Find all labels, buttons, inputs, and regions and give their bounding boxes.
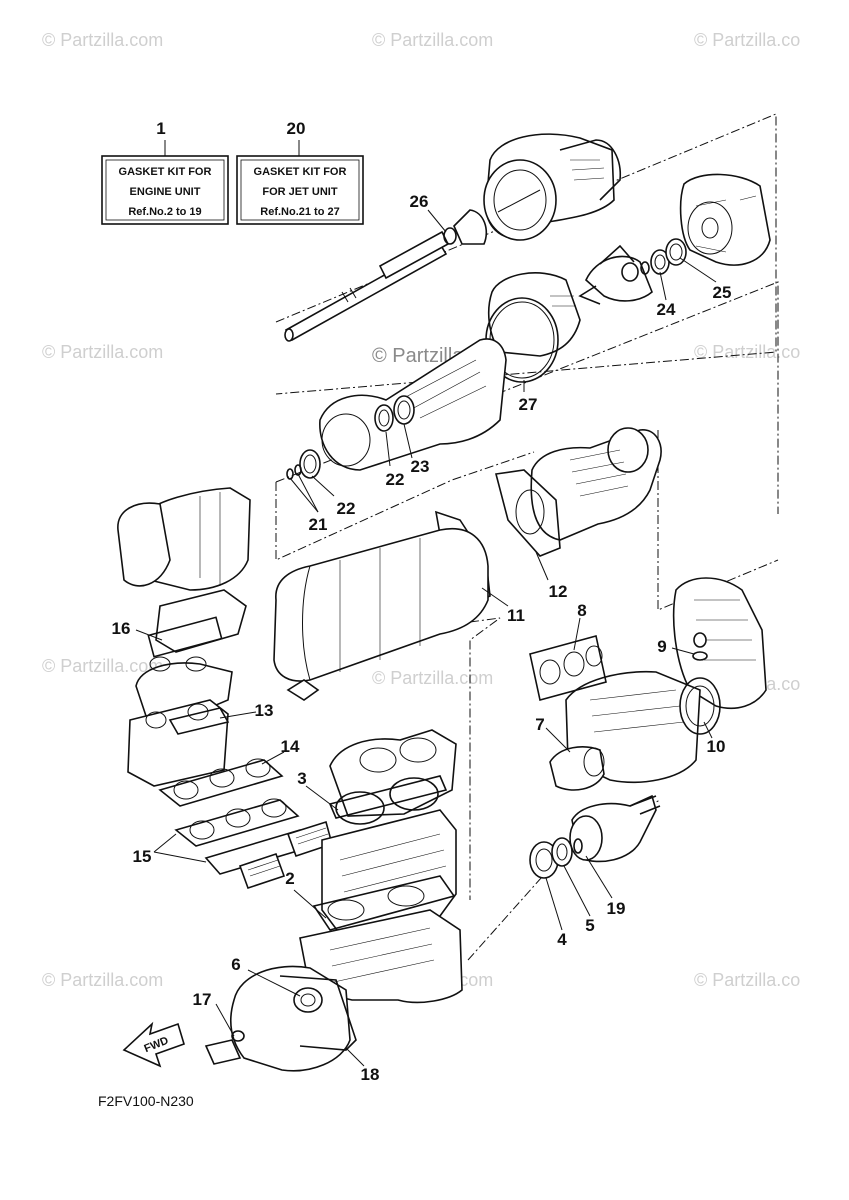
seals-4-5 [529, 837, 583, 879]
callout-label: 23 [411, 457, 430, 476]
impeller [578, 244, 653, 305]
watermark: © Partzilla.co [694, 970, 800, 990]
callout-label: 24 [657, 300, 676, 319]
callout-label: 3 [297, 769, 306, 788]
watermark: © Partzilla.co [694, 342, 800, 362]
oil-seals-24-25 [640, 238, 687, 275]
kit-number: 20 [287, 119, 306, 138]
cylinder-block [321, 809, 457, 935]
callout-label: 2 [285, 869, 294, 888]
jet-pump-housing [483, 133, 621, 241]
base-gasket-2 [312, 875, 456, 931]
cone-and-oring-26 [443, 209, 488, 245]
watermark: © Partzilla.com [42, 342, 163, 362]
callout-label: 25 [713, 283, 732, 302]
kit-number: 1 [156, 119, 165, 138]
front-cover [230, 965, 351, 1072]
drive-shaft [284, 230, 450, 342]
watermark: © Partzilla.com [42, 656, 163, 676]
watermark: © Partzilla.co [694, 30, 800, 50]
callout-label: 16 [112, 619, 131, 638]
seals-21-22-23 [286, 395, 415, 480]
reed-gasket-14 [158, 758, 284, 807]
muffler [273, 527, 489, 701]
oil-pump [204, 1030, 245, 1065]
watermark: © Partzilla.com [42, 30, 163, 50]
pto-flywheel [569, 794, 661, 863]
callout-label: 5 [585, 916, 594, 935]
manifold-block [127, 699, 230, 787]
kit-line: FOR JET UNIT [262, 186, 337, 198]
kit-box-jet: 20 GASKET KIT FOR FOR JET UNIT Ref.No.21… [236, 119, 364, 225]
water-box [117, 487, 251, 591]
callout-label: 9 [657, 637, 666, 656]
callout-label: 4 [557, 930, 567, 949]
watermark: © Partzilla.com [372, 668, 493, 688]
callout-label: 19 [607, 899, 626, 918]
callout-label: 17 [193, 990, 212, 1009]
kit-box-engine: 1 GASKET KIT FOR ENGINE UNIT Ref.No.2 to… [101, 119, 229, 225]
callout-label: 21 [309, 515, 328, 534]
gasket-8 [529, 635, 607, 701]
callout-label: 11 [507, 606, 525, 625]
callout-label: 13 [255, 701, 274, 720]
callout-label: 27 [519, 395, 538, 414]
watermark: © Partzilla.com [42, 970, 163, 990]
callout-label: 8 [577, 601, 586, 620]
callout-label: 22 [386, 470, 405, 489]
callout-label: 14 [281, 737, 300, 756]
watermark: © Partzilla.com [372, 30, 493, 50]
callout-label: 6 [231, 955, 240, 974]
callout-label: 26 [410, 192, 429, 211]
callout-labels: 26 25 24 27 22 23 22 21 12 11 8 16 9 10 … [112, 192, 732, 1084]
fwd-arrow: FWD [122, 1021, 185, 1068]
exhaust-elbow [672, 577, 767, 710]
watermark-layer: © Partzilla.com © Partzilla.com © Partzi… [42, 30, 800, 990]
kit-line: Ref.No.2 to 19 [128, 206, 201, 218]
pump-cover [679, 173, 771, 266]
cylinder-head [329, 729, 457, 817]
kit-line: ENGINE UNIT [130, 186, 201, 198]
cover-gasket-18 [279, 975, 357, 1051]
callout-label: 15 [133, 847, 152, 866]
gasket-12 [494, 469, 561, 557]
callout-label: 18 [361, 1065, 380, 1084]
callout-label: 12 [549, 582, 568, 601]
callout-label: 22 [337, 499, 356, 518]
group-frame-lines [275, 113, 779, 961]
gasket-7 [549, 746, 605, 791]
callout-label: 7 [535, 715, 544, 734]
kit-line: GASKET KIT FOR [254, 166, 347, 178]
kit-line: Ref.No.21 to 27 [260, 206, 339, 218]
exhaust-manifold [135, 589, 247, 717]
callout-label: 10 [707, 737, 726, 756]
kit-line: GASKET KIT FOR [119, 166, 212, 178]
crankcase [299, 909, 463, 1004]
jet-middle-housing [485, 272, 581, 383]
leader-lines [135, 209, 717, 1067]
diagram-code: F2FV100-N230 [98, 1093, 194, 1109]
exhaust-chamber [530, 427, 662, 541]
gasket-10 [679, 677, 721, 735]
